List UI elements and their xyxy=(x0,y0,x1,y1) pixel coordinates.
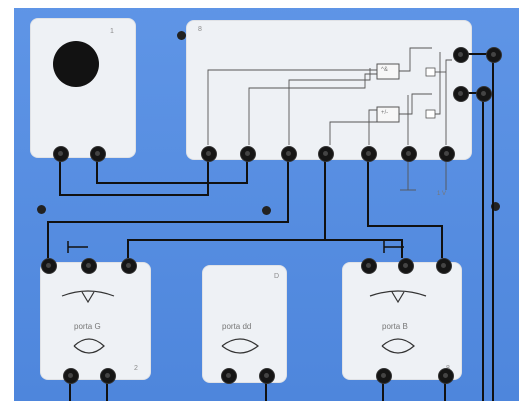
gate-panel-left: porta G 2 xyxy=(40,262,151,380)
gate-panel-right: porta B 8 xyxy=(342,262,462,380)
main-box-top-label: ^& xyxy=(381,67,388,73)
terminal[interactable] xyxy=(398,258,414,274)
terminal[interactable] xyxy=(318,146,334,162)
left-border xyxy=(0,0,14,401)
terminal[interactable] xyxy=(453,47,469,63)
mounting-screw xyxy=(491,202,500,211)
mounting-screw xyxy=(177,31,186,40)
terminal[interactable] xyxy=(476,86,492,102)
logic-panel: 8 xyxy=(186,20,472,160)
terminal[interactable] xyxy=(281,146,297,162)
gate-panel-middle: porta dd D xyxy=(202,265,287,383)
terminal[interactable] xyxy=(221,368,237,384)
terminal[interactable] xyxy=(41,258,57,274)
terminal[interactable] xyxy=(436,258,452,274)
terminal[interactable] xyxy=(100,368,116,384)
mounting-screw xyxy=(37,205,46,214)
top-border xyxy=(0,0,519,8)
terminal[interactable] xyxy=(53,146,69,162)
mounting-screw xyxy=(262,206,271,215)
gate-symbols xyxy=(61,290,427,354)
logic-box-lower xyxy=(376,106,400,123)
small-box xyxy=(425,109,436,119)
terminal[interactable] xyxy=(453,86,469,102)
terminal[interactable] xyxy=(63,368,79,384)
terminal[interactable] xyxy=(361,258,377,274)
terminal[interactable] xyxy=(201,146,217,162)
external-wires xyxy=(47,53,494,401)
gate-label-left: porta G xyxy=(74,322,101,331)
main-box-bottom-label: +/- xyxy=(381,110,389,116)
internal-traces xyxy=(207,47,452,191)
terminal[interactable] xyxy=(401,146,417,162)
terminal[interactable] xyxy=(81,258,97,274)
speaker-icon xyxy=(53,41,99,87)
gate-label-right: porta B xyxy=(382,322,408,331)
gate-label-middle: porta dd xyxy=(222,322,252,331)
terminal[interactable] xyxy=(90,146,106,162)
terminal[interactable] xyxy=(486,47,502,63)
terminal[interactable] xyxy=(361,146,377,162)
terminal[interactable] xyxy=(240,146,256,162)
ground-symbols xyxy=(67,241,404,253)
terminal[interactable] xyxy=(259,368,275,384)
ground-label: 1 V xyxy=(437,191,447,197)
terminal[interactable] xyxy=(438,368,454,384)
logic-box-upper xyxy=(376,63,400,80)
logic-panel-number: 8 xyxy=(198,26,202,33)
speaker-panel-number: 1 xyxy=(110,28,114,35)
terminal[interactable] xyxy=(439,146,455,162)
small-box xyxy=(425,67,436,77)
gate-number-left: 2 xyxy=(134,365,138,372)
terminal[interactable] xyxy=(376,368,392,384)
gate-number-middle: D xyxy=(274,273,280,280)
terminal[interactable] xyxy=(121,258,137,274)
